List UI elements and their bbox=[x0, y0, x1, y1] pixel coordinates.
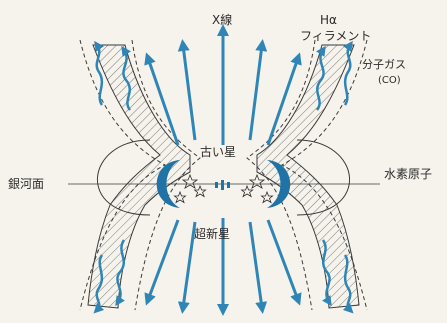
star-icon bbox=[260, 190, 274, 204]
dense-gas-crescent-right bbox=[267, 160, 291, 208]
hydrogen-region-right bbox=[296, 139, 351, 216]
boundary-left-inner bbox=[131, 39, 201, 311]
hydrogen-atoms-label: 水素原子 bbox=[384, 167, 432, 181]
co-label: (CO) bbox=[378, 75, 401, 86]
boundary-left-outer bbox=[79, 39, 167, 311]
star-icon bbox=[240, 184, 254, 198]
old-stars-label: 古い星 bbox=[200, 144, 236, 159]
xray-label: X線 bbox=[212, 12, 232, 27]
halpha-label-line2: フィラメント bbox=[300, 29, 371, 43]
star-icon bbox=[173, 190, 187, 204]
boundary-right-inner bbox=[246, 39, 316, 311]
halpha-label-line1: Hα bbox=[320, 13, 337, 27]
central-nucleus bbox=[215, 180, 230, 190]
old-stars-cluster bbox=[173, 173, 274, 204]
supernovae-label: 超新星 bbox=[194, 226, 230, 241]
star-icon bbox=[248, 173, 266, 189]
hydrogen-region-left bbox=[96, 139, 151, 216]
star-icon bbox=[193, 184, 207, 198]
boundary-right-outer bbox=[280, 39, 368, 311]
molecular-gas-region-right bbox=[256, 44, 360, 309]
xray-outflow-arrows bbox=[144, 24, 302, 316]
dense-gas-crescent-left bbox=[156, 160, 180, 208]
halpha-filaments bbox=[93, 40, 354, 314]
molecular-gas-label: 分子ガス bbox=[362, 58, 406, 71]
molecular-gas-region-left bbox=[87, 44, 191, 309]
star-icon bbox=[181, 173, 199, 189]
galactic-plane-label: 銀河面 bbox=[8, 177, 44, 191]
